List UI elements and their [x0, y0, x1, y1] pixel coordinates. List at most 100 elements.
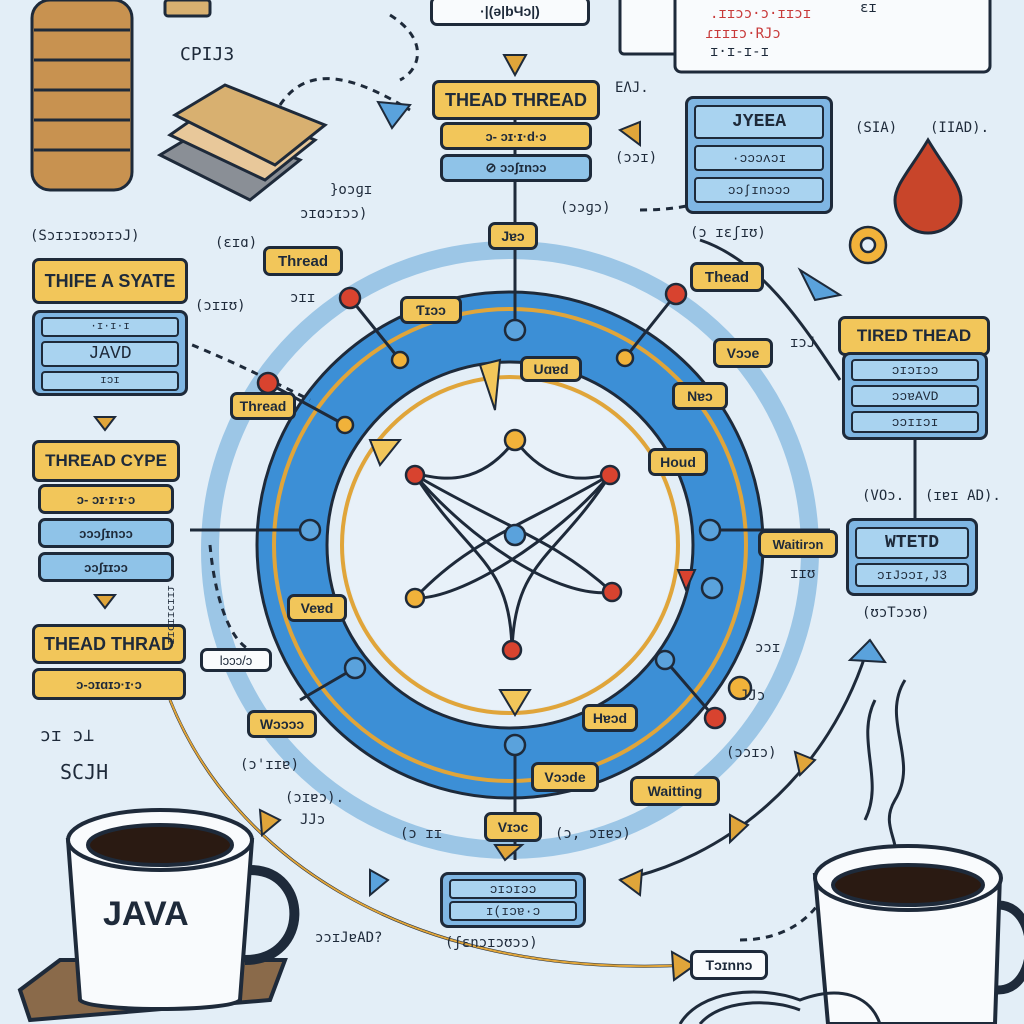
steam-icon: [863, 679, 907, 861]
tired-panel-row-3: ɔɔɪɪɔɪ: [851, 411, 979, 433]
ring-label-vode: Vɔɔe: [713, 338, 773, 368]
bottom-note-3: JJɔ: [300, 812, 326, 828]
bottom-box: ɔɪɔɪɔɔ ɪ(ɪɔɐ·ɔ: [440, 872, 586, 928]
thread-type-row-1: ɔ- ɔɪ·ɪ·ɪ·ɔ: [38, 484, 174, 514]
top-note-5: CPIJ3: [180, 44, 235, 65]
tired-panel-title: TIRED THEAD: [838, 316, 990, 356]
left-note-4: ɔɪɪ: [290, 290, 316, 306]
top-thread-row-1: ɔ- ɔɪ·ɪ·d·ɔ: [440, 122, 592, 150]
bottom-tag: Tɔɪnnɔ: [690, 950, 768, 980]
ring-label-haod: Hɐɔd: [582, 704, 638, 732]
left-note-5: ɾɪɪɔɪɪɔɪɪ: [165, 585, 178, 645]
droplet-icon: [893, 137, 963, 235]
code-line-3: ɪ·ɪ-ɪ-ɪ: [710, 44, 770, 60]
state-panel: ·ɪ·ɪ·ɪ JAVD ɪɔɪ: [32, 310, 188, 396]
thead-thread-title: THEAD THRAD: [32, 624, 186, 664]
top-note-9: (ɔ ɪɛʃɪʊ): [690, 225, 766, 241]
wted-panel-title: WTETD: [855, 527, 969, 559]
java-mug-label: JAVA: [103, 895, 189, 933]
right-note-2: (ɪɐɪ AD).: [925, 488, 1001, 504]
ring-label-thread-2: Thread: [230, 392, 296, 420]
ring-nodes: [256, 282, 753, 757]
left-note-7: ɔɪ ɔ⊥: [40, 725, 95, 746]
wted-panel-row: ɔɪJɔɔɪ,J3: [855, 563, 969, 587]
main-ring-outline-inner: [325, 360, 695, 730]
bottom-note-4: (ɔ ɪɪ: [400, 826, 443, 842]
ring-label-nuo: Nɐɔ: [672, 382, 728, 410]
jvm-panel-row-2: ɔɔʃɪnɔɔɔ: [694, 177, 824, 203]
ring-label-woooo: Wɔɔɔɔ: [247, 710, 317, 738]
state-panel-title: THIFE A SYATE: [32, 258, 188, 304]
ring-label-2: Ƭɪɔɔ: [400, 296, 462, 324]
bottom-caption: (ʃɛnɔɪɔʊɔɔ): [445, 935, 538, 951]
jvm-panel: JYEEA ·ɔɔɔʌɔɪ ɔɔʃɪnɔɔɔ: [685, 96, 833, 214]
code-line-2: ɾɪɪɪɔ·RJɔ: [705, 26, 781, 42]
thread-knot: [413, 439, 614, 651]
jvm-panel-title: JYEEA: [694, 105, 824, 139]
top-note-2: (ɔɔɪ): [615, 150, 658, 166]
ring-label-vic: Vɪɔc: [484, 812, 542, 842]
right-note-4: ɪɪʊ: [790, 566, 816, 582]
ring-label-voode: Vɔɔde: [531, 762, 599, 792]
ring-label-vead: Veɐd: [287, 594, 347, 622]
thread-type-panel: ɔ- ɔɪ·ɪ·ɪ·ɔ ɔɔɔʃɪnɔɔ ɔɔʃɪɪɔɔ: [32, 482, 180, 590]
tired-panel: ɔɪɔɪɔɔ ɔɔɐAVD ɔɔɪɪɔɪ: [842, 352, 988, 440]
top-note-4: (IIAD).: [930, 120, 990, 136]
state-panel-java: JAVD: [41, 341, 179, 367]
thread-type-row-2: ɔɔɔʃɪnɔɔ: [38, 518, 174, 548]
ring-label-uand: Uɑɐd: [520, 356, 582, 382]
open-book-icon: [678, 990, 882, 1024]
left-note-3: (ɔɪɪʊ): [195, 298, 246, 314]
code-line-1: .ɪɪɔɔ·ɔ·ɪɪɔɪ: [710, 6, 812, 22]
bottom-box-row-2: ɪ(ɪɔɐ·ɔ: [449, 901, 577, 921]
thead-thread-row: ɔ-ɔɪɑɪɔ·ɪ·ɔ: [32, 668, 186, 700]
top-center-box: ·|(ə|bЧɔ|): [430, 0, 590, 26]
notebook-icon: [156, 83, 328, 202]
tired-panel-row-2: ɔɔɐAVD: [851, 385, 979, 407]
bottom-box-row-1: ɔɪɔɪɔɔ: [449, 879, 577, 899]
gold-track-outer: [272, 307, 748, 783]
java-mug-icon: [17, 808, 300, 1023]
bottom-note-8: ɔɔɪJɐAD?: [315, 930, 383, 946]
top-note-10: ɪɔJ: [790, 335, 816, 351]
left-note-1: (SɔɪɔɪɔʊɔɪɔJ): [30, 228, 140, 244]
top-note-1: EΛJ.: [615, 80, 649, 96]
state-panel-row-1: ·ɪ·ɪ·ɪ: [41, 317, 179, 337]
document-icon: [618, 0, 992, 74]
right-note-1: (VOɔ.: [862, 488, 905, 504]
right-note-3: (ʊɔTɔɔʊ): [862, 605, 930, 621]
top-note-11: ɛɪ: [860, 0, 877, 16]
ring-label-thread-1: Thread: [263, 246, 343, 276]
ring-label-waitiron: Waitirɔn: [758, 530, 838, 558]
right-note-5: ɔɔɪ: [755, 640, 781, 656]
thread-spool-icon: [30, 0, 134, 192]
bottom-note-7: JJɔ: [740, 688, 766, 704]
state-panel-row-2: ɪɔɪ: [41, 371, 179, 391]
gold-track-inner: [340, 375, 680, 715]
ring-label-jvm: Jɐɔ: [488, 222, 538, 250]
bottom-note-6: (ɔɔɪɔ): [726, 745, 777, 761]
left-note-6: lɔɔɔ/ɔ: [200, 648, 272, 672]
thread-type-row-3: ɔɔʃɪɪɔɔ: [38, 552, 174, 582]
top-thread-title: THEAD THREAD: [432, 80, 600, 120]
bottom-note-5: (ɔ, ɔɪɐɔ): [555, 826, 631, 842]
coffee-mug-icon: [812, 844, 1024, 1024]
flow-arrows: [168, 13, 917, 968]
gear-icon: [848, 225, 888, 265]
ring-label-waitting: Waitting: [630, 776, 720, 806]
jvm-panel-row-1: ·ɔɔɔʌɔɪ: [694, 145, 824, 171]
wted-panel: WTETD ɔɪJɔɔɪ,J3: [846, 518, 978, 596]
top-thread-stack: THEAD THREAD ɔ- ɔɪ·ɪ·d·ɔ ⊘ ɔɔʃɪnɔɔ: [432, 80, 600, 190]
ticket-icon: [163, 0, 212, 18]
top-thread-row-2: ⊘ ɔɔʃɪnɔɔ: [440, 154, 592, 182]
ring-label-houd: Houd: [648, 448, 708, 476]
bottom-note-2: (ɔɪɐɔ).: [285, 790, 345, 806]
top-note-6: }oɔɡɪ: [330, 182, 373, 198]
top-note-7: ɔɪɑɔɪɔɔ): [300, 206, 368, 222]
left-note-2: (ɛɪɑ): [215, 235, 258, 251]
tired-panel-row-1: ɔɪɔɪɔɔ: [851, 359, 979, 381]
bottom-note-1: (ɔ'ɪɪɐ): [240, 757, 300, 773]
left-note-8: SCJH: [60, 760, 109, 784]
thread-type-title: THREAD CYPE: [32, 440, 180, 482]
